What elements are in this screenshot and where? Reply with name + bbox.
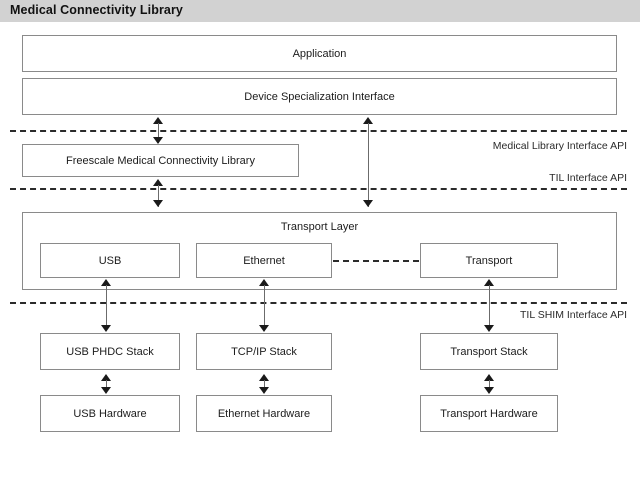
connector-ethernet-to-transport-dashed — [333, 260, 419, 262]
arrow-stack-to-transport-hw-down — [484, 387, 494, 394]
connector-phdc-usb-hw — [106, 380, 107, 388]
block-ethernet-hardware-label: Ethernet Hardware — [217, 407, 311, 420]
arrow-usb-to-phdc-down — [101, 325, 111, 332]
block-usb-hardware: USB Hardware — [40, 395, 180, 432]
arrow-dsi-to-transport-down — [363, 200, 373, 207]
block-device-specialization-interface-label: Device Specialization Interface — [244, 90, 395, 103]
api-label-til-shim: TIL SHIM Interface API — [520, 309, 627, 321]
block-transport-label: Transport — [465, 254, 513, 267]
block-usb-hardware-label: USB Hardware — [73, 407, 147, 420]
block-usb-phdc-stack: USB PHDC Stack — [40, 333, 180, 370]
connector-tcpip-ethernet-hw — [264, 380, 265, 388]
arrow-tcpip-to-ethernet-hw-down — [259, 387, 269, 394]
arrow-phdc-to-usb-hw-up — [101, 374, 111, 381]
api-boundary-line-til — [10, 188, 627, 190]
architecture-diagram: Application Device Specialization Interf… — [0, 22, 640, 480]
arrow-stack-to-transport-hw-up — [484, 374, 494, 381]
block-tcpip-stack: TCP/IP Stack — [196, 333, 332, 370]
api-boundary-line-til-shim — [10, 302, 627, 304]
arrow-transport-to-stack-up — [484, 279, 494, 286]
block-usb: USB — [40, 243, 180, 278]
connector-transport-stack — [489, 285, 490, 326]
arrow-ethernet-to-tcpip-down — [259, 325, 269, 332]
connector-dsi-freescale — [158, 123, 159, 143]
block-freescale-medical-connectivity-library: Freescale Medical Connectivity Library — [22, 144, 299, 177]
arrow-transport-to-stack-down — [484, 325, 494, 332]
arrow-freescale-to-transport-down — [153, 200, 163, 207]
block-transport-layer-label: Transport Layer — [280, 221, 359, 233]
arrow-dsi-to-freescale-down — [153, 137, 163, 144]
api-label-til: TIL Interface API — [549, 172, 627, 184]
block-freescale-label: Freescale Medical Connectivity Library — [66, 154, 255, 167]
block-ethernet-hardware: Ethernet Hardware — [196, 395, 332, 432]
block-ethernet: Ethernet — [196, 243, 332, 278]
block-usb-label: USB — [98, 254, 122, 267]
connector-dsi-transport-long — [368, 123, 369, 207]
block-application: Application — [22, 35, 617, 72]
arrow-ethernet-to-tcpip-up — [259, 279, 269, 286]
api-label-medical-library: Medical Library Interface API — [492, 140, 627, 152]
page-title: Medical Connectivity Library — [10, 3, 183, 17]
block-tcpip-stack-label: TCP/IP Stack — [231, 345, 297, 358]
block-ethernet-label: Ethernet — [243, 254, 285, 267]
block-transport: Transport — [420, 243, 558, 278]
block-transport-hardware-label: Transport Hardware — [440, 407, 538, 420]
connector-ethernet-tcpip — [264, 285, 265, 326]
arrow-freescale-to-transport-up — [153, 179, 163, 186]
block-transport-stack-label: Transport Stack — [450, 345, 528, 358]
connector-usb-phdc — [106, 285, 107, 326]
block-transport-stack: Transport Stack — [420, 333, 558, 370]
arrow-phdc-to-usb-hw-down — [101, 387, 111, 394]
block-transport-hardware: Transport Hardware — [420, 395, 558, 432]
arrow-tcpip-to-ethernet-hw-up — [259, 374, 269, 381]
arrow-dsi-to-freescale-up — [153, 117, 163, 124]
api-boundary-line-medical-library — [10, 130, 627, 132]
block-device-specialization-interface: Device Specialization Interface — [22, 78, 617, 115]
connector-freescale-transport — [158, 185, 159, 207]
arrow-dsi-to-transport-up — [363, 117, 373, 124]
arrow-usb-to-phdc-up — [101, 279, 111, 286]
connector-stack-transport-hw — [489, 380, 490, 388]
block-usb-phdc-stack-label: USB PHDC Stack — [66, 345, 154, 358]
block-application-label: Application — [292, 47, 347, 60]
title-bar: Medical Connectivity Library — [0, 0, 640, 22]
